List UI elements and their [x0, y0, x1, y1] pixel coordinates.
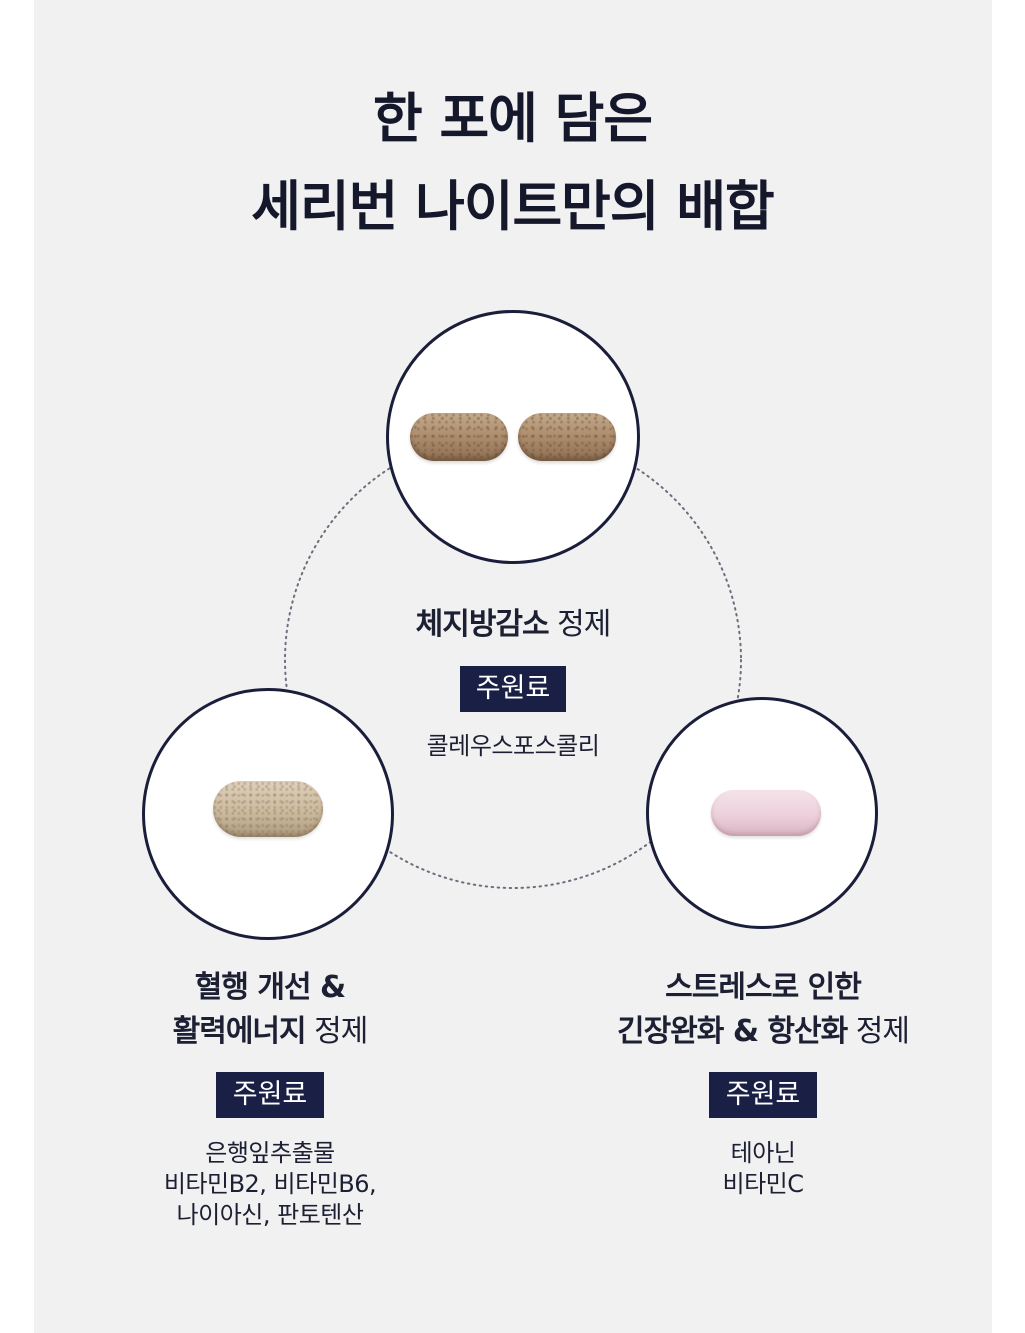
ingredient-item: 비타민C — [722, 1170, 805, 1198]
tablet-name-line-2: 긴장완화 & 항산화 — [616, 1014, 848, 1049]
ingredient-item: 비타민B2, 비타민B6, — [163, 1170, 377, 1198]
ingredient-item: 나이아신, 판토텐산 — [176, 1201, 364, 1229]
main-ingredient-badge: 주원료 — [460, 666, 566, 712]
tablet-name-line-2: 활력에너지 — [172, 1014, 307, 1049]
tablet-type: 정제 — [314, 1014, 368, 1049]
tablet-type: 정제 — [557, 607, 611, 642]
tablet-heading-fat-reduction: 체지방감소 정제 — [330, 603, 696, 647]
pink-tablet-image — [711, 790, 821, 836]
brown-tablet-image — [410, 413, 508, 461]
main-ingredient-badge: 주원료 — [709, 1072, 817, 1118]
tablet-name-line-1: 스트레스로 인한 — [665, 970, 862, 1005]
brown-tablet-image — [518, 413, 616, 461]
tablet-type: 정제 — [855, 1014, 910, 1049]
ingredient-list: 콜레우스포스콜리 — [330, 731, 696, 762]
tablet-heading-blood-circulation: 혈행 개선 & 활력에너지 정제 — [100, 966, 440, 1054]
ingredient-item: 은행잎추출물 — [205, 1139, 335, 1167]
main-ingredient-badge: 주원료 — [216, 1072, 324, 1118]
tablet-name-line-1: 혈행 개선 & — [194, 970, 346, 1005]
page-title-line-1: 한 포에 담은 — [373, 87, 653, 150]
ingredient-item: 테아닌 — [730, 1139, 796, 1167]
tablet-name: 체지방감소 — [415, 607, 550, 642]
ingredient-item: 콜레우스포스콜리 — [426, 732, 600, 760]
ingredient-list: 테아닌 비타민C — [570, 1138, 956, 1200]
page-title-line-2: 세리번 나이트만의 배합 — [251, 175, 774, 238]
tablet-heading-stress-relief: 스트레스로 인한 긴장완화 & 항산화 정제 — [570, 966, 956, 1054]
tan-tablet-image — [213, 781, 323, 837]
ingredient-list: 은행잎추출물 비타민B2, 비타민B6, 나이아신, 판토텐산 — [100, 1138, 440, 1231]
